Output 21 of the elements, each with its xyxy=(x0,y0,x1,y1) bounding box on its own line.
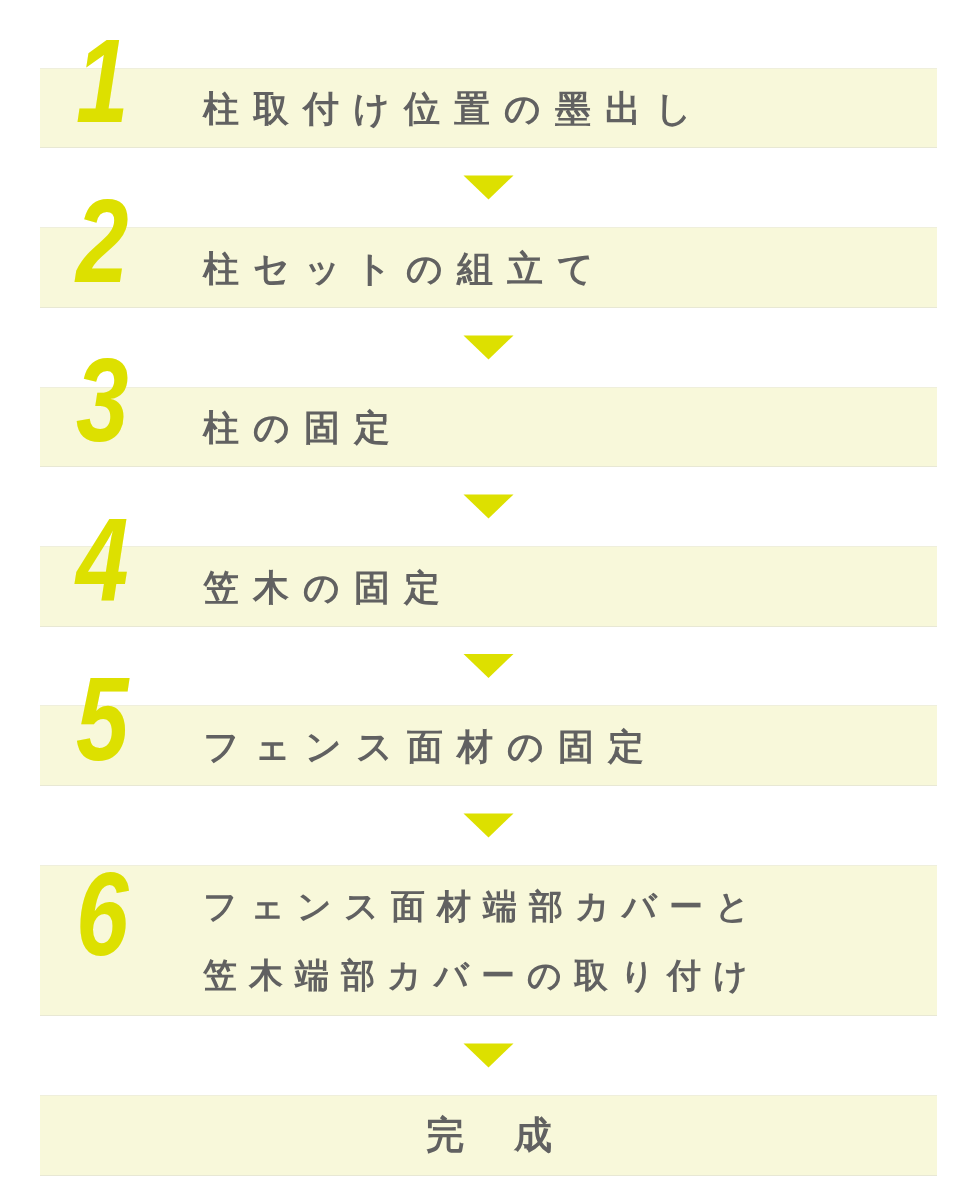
step-label: 柱の固定 xyxy=(203,405,404,450)
step-band xyxy=(40,865,937,1016)
step-number: 6 xyxy=(76,870,129,959)
step-label: フェンス面材の固定 xyxy=(203,724,658,768)
arrow xyxy=(463,335,514,360)
step-label: 完 成 xyxy=(424,1111,558,1159)
step-label: 柱セットの組立て xyxy=(203,246,608,290)
arrow xyxy=(463,813,514,838)
step-number: 2 xyxy=(76,197,129,286)
step-label: フェンス面材端部カバーと笠木端部カバーの取り付け xyxy=(203,884,763,997)
step-label: 笠木の固定 xyxy=(203,565,454,609)
step-number: 3 xyxy=(76,357,129,445)
arrow xyxy=(463,175,514,200)
step-number: 1 xyxy=(76,38,129,126)
arrow xyxy=(463,1043,514,1068)
arrow xyxy=(463,494,514,519)
step-label: 柱取付け位置の墨出し xyxy=(203,86,706,131)
step-band xyxy=(40,1095,937,1176)
step-number: 5 xyxy=(76,675,129,764)
step-number: 4 xyxy=(76,516,129,605)
arrow xyxy=(463,654,514,678)
